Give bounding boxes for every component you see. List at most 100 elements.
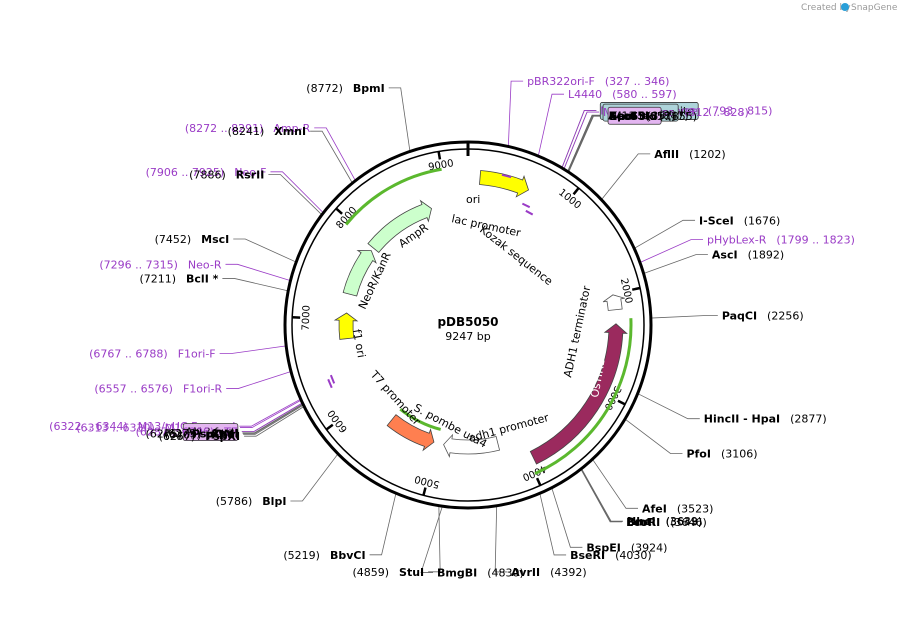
leader-line (428, 505, 441, 573)
orf-outline (399, 408, 442, 431)
credit-prefix: Created by (801, 3, 851, 13)
leader-line (240, 399, 302, 428)
enzyme-saci: SacI(857) (609, 110, 675, 123)
enzyme-xmni: (8241)XmnI (228, 125, 306, 138)
enzyme-paqci: PaqCI(2256) (722, 310, 804, 323)
enzyme-pos: (4392) (550, 566, 587, 579)
orf-outline (344, 167, 442, 226)
plasmid-title: pDB5050 9247 bp (437, 315, 498, 343)
leader-line (310, 130, 353, 184)
primer-mark (525, 209, 534, 216)
enzyme-name: MscI (201, 233, 229, 246)
leader-line (592, 458, 639, 509)
leader-line (539, 493, 567, 556)
enzyme-msci: (7452)MscI (155, 233, 230, 246)
primer-name: Neo-F (234, 166, 266, 179)
primer-f1ori-r: (6557 .. 6576)F1ori-R (94, 383, 222, 396)
enzyme-pos: (5786) (216, 495, 253, 508)
enzyme-name: ApaI (211, 427, 239, 440)
leader-line (580, 468, 623, 522)
enzyme-name: SacI (609, 110, 635, 123)
enzyme-name: I-SceI (699, 214, 734, 227)
ring-tick (437, 151, 442, 160)
enzyme-name: Eco53kI (609, 110, 657, 123)
enzyme-pos: (847) (659, 109, 689, 122)
plasmid-name: pDB5050 (437, 315, 498, 329)
leader-line (624, 418, 683, 454)
leader-line (561, 110, 597, 169)
ring-tick-label: 1000 (556, 187, 583, 212)
enzyme-name: AflII (654, 148, 679, 161)
enzyme-pos: (8241) (228, 125, 265, 138)
enzyme-pos: (851) (647, 110, 677, 123)
leader-line (290, 453, 339, 502)
enzyme-afei: AfeI(3523) (642, 502, 713, 515)
orf-outline (534, 318, 633, 475)
leader-line (270, 171, 324, 214)
enzyme-pos: (855) (668, 110, 698, 123)
primer-pos: (7296 .. 7315) (99, 258, 178, 271)
enzyme-pos: (5219) (283, 549, 320, 562)
enzyme-aflii: AflII(1202) (654, 148, 725, 161)
leader-line (581, 468, 624, 522)
leader-line (226, 371, 292, 389)
site-box-m13-rev (607, 106, 662, 125)
primer-pos: (6287 .. 6306) (136, 426, 215, 439)
enzyme-pfoi: PfoI(3106) (686, 447, 757, 460)
leader-line (242, 404, 304, 434)
ring-tick (617, 399, 626, 406)
enzyme-pos: (7886) (189, 168, 226, 181)
enzyme-kpni: KpnI(851) (609, 110, 677, 123)
enzyme-pos: (3924) (631, 541, 668, 554)
enzyme-eco53ki: Eco53kI (855) (609, 110, 697, 123)
credit-brand: SnapGene (851, 3, 898, 13)
features (333, 167, 633, 475)
enzyme-name: AfeI (642, 502, 667, 515)
site-label-m13-rev: M13 rev (612, 109, 657, 122)
ring-tick (572, 187, 580, 196)
primer-pos: (6313 .. 6330) (76, 422, 155, 435)
leader-line (494, 505, 508, 573)
ring-tick-label: 5000 (413, 473, 440, 490)
enzyme-pos: (3646) (670, 516, 707, 529)
primer-mark (327, 378, 333, 389)
feature-label-ori: ori (466, 193, 480, 206)
enzyme-pos: (7211) (139, 272, 176, 285)
enzyme-bspei: BspEI(3924) (586, 541, 667, 554)
leader-line (650, 315, 718, 319)
primer-f1ori-f: (6767 .. 6788)F1ori-F (89, 348, 216, 361)
enzyme-name: BseRI (570, 549, 605, 562)
feature-adh1-terminator (602, 294, 625, 311)
primer-name: Neo-R (188, 258, 222, 271)
enzyme-asci: AscI(1892) (712, 249, 784, 262)
leader-line (537, 93, 564, 157)
enzyme-i-scei: I-SceI(1676) (699, 214, 780, 227)
snapgene-logo-icon (841, 3, 849, 11)
enzyme-rsrii: (7886)RsrII (189, 168, 264, 181)
right-labels: pBR322ori-F(327 .. 346)L4440(580 .. 597)… (437, 75, 855, 579)
leader-line (637, 393, 700, 420)
leader-line (233, 238, 297, 263)
leader-line (239, 398, 301, 427)
enzyme-name: Acc65I (608, 109, 649, 122)
enzyme-name: XbaI (211, 428, 239, 441)
primer-pos: (1799 .. 1823) (776, 234, 855, 247)
feature-adh1-promoter (443, 433, 501, 459)
feature-f1-ori (333, 312, 359, 340)
feature-ostir1 (529, 323, 628, 465)
enzyme-pos: (3639) (666, 515, 703, 528)
plasmid-size: 9247 bp (445, 330, 490, 343)
ring-tick-label: 4000 (521, 462, 549, 482)
primer-pos: (812 .. 828) (684, 106, 749, 119)
enzyme-name: AscI (712, 249, 738, 262)
leader-line (388, 87, 411, 152)
enzyme-name: PspOMI (192, 427, 239, 440)
feature-label-adh1-terminator: ADH1 terminator (561, 284, 593, 378)
primer-phyblex-r: pHybLex-R(1799 .. 1823) (707, 234, 855, 247)
site-label-m13-fwd: M13 fwd (187, 426, 234, 439)
enzyme-pos: (6279) (164, 427, 201, 440)
enzyme-name: HincII - HpaI (704, 413, 780, 426)
feature-ampr (367, 199, 432, 254)
ring-tick-label: 7000 (301, 305, 313, 331)
ring-tick (535, 477, 542, 486)
